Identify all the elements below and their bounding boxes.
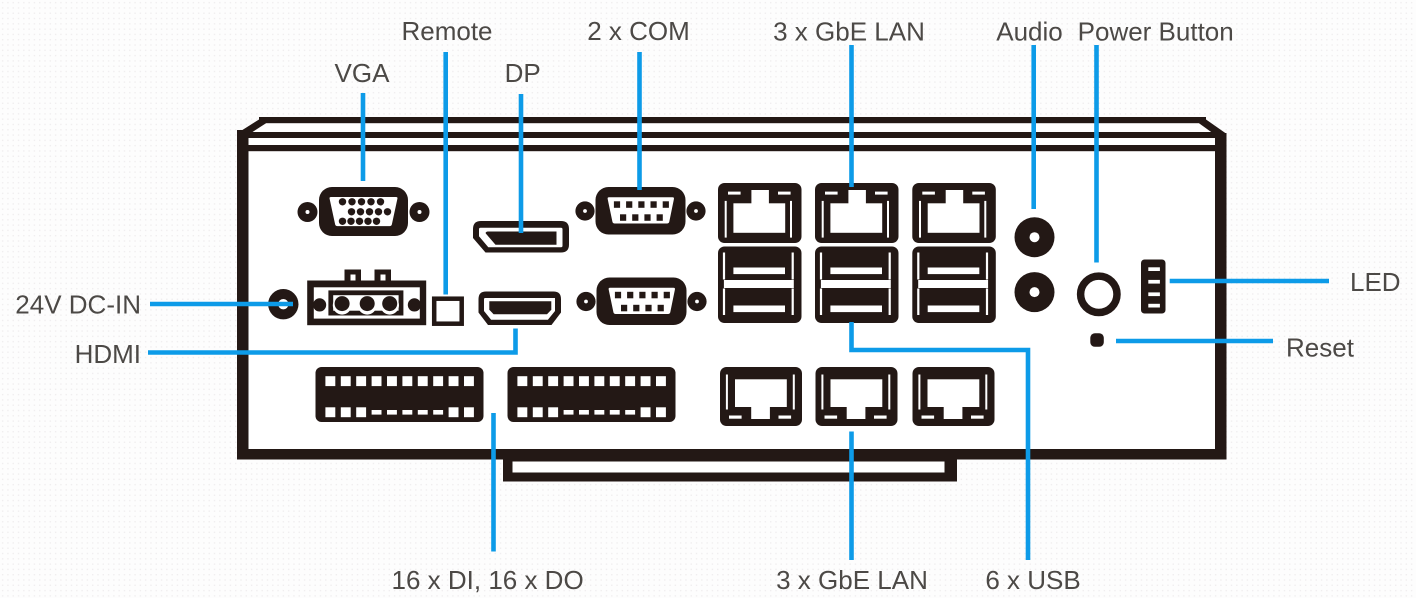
svg-text:16 x DI, 16 x DO: 16 x DI, 16 x DO (392, 565, 584, 595)
svg-text:DP: DP (505, 58, 541, 88)
svg-text:3 x GbE LAN: 3 x GbE LAN (776, 565, 928, 595)
svg-text:HDMI: HDMI (75, 339, 141, 369)
svg-text:Power Button: Power Button (1078, 17, 1234, 47)
svg-text:Reset: Reset (1286, 333, 1355, 363)
svg-text:Remote: Remote (401, 16, 492, 46)
svg-text:2 x COM: 2 x COM (587, 16, 690, 46)
svg-text:24V DC-IN: 24V DC-IN (15, 290, 141, 320)
svg-text:3 x GbE LAN: 3 x GbE LAN (773, 17, 925, 47)
svg-text:Audio: Audio (996, 17, 1063, 47)
svg-text:6 x USB: 6 x USB (985, 565, 1080, 595)
svg-text:VGA: VGA (335, 58, 391, 88)
svg-text:LED: LED (1350, 267, 1401, 297)
